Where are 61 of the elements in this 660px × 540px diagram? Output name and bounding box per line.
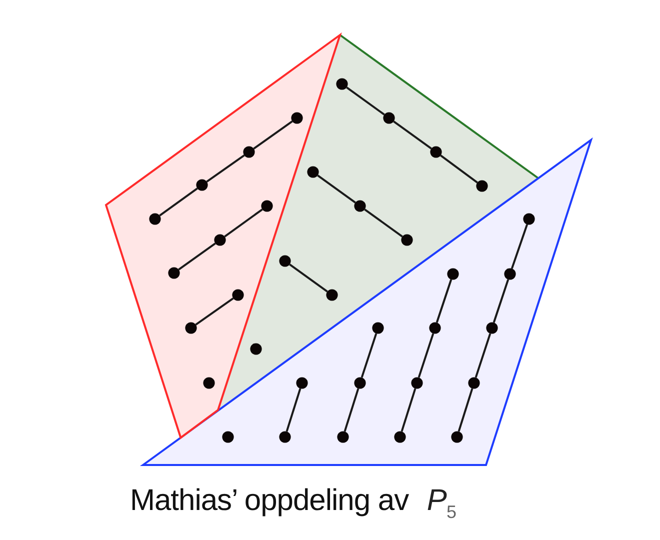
dot [250, 343, 262, 355]
line-segment [159, 188, 198, 216]
dot [504, 268, 516, 280]
dot [185, 322, 197, 334]
dot [383, 112, 395, 124]
line-segment [286, 388, 302, 432]
line-segment [492, 279, 510, 323]
line-segment [418, 333, 434, 378]
dot [468, 377, 480, 389]
dot [394, 431, 406, 443]
dot [336, 78, 348, 90]
caption: Mathias’ oppdeling av P$_{5}$ [130, 483, 456, 524]
dot [149, 213, 161, 225]
dot [203, 377, 215, 389]
line-segment [400, 388, 416, 432]
line-segment [510, 224, 528, 269]
line-segment [393, 120, 432, 150]
dot [168, 267, 180, 279]
dot [307, 166, 319, 178]
dot [261, 200, 273, 212]
line-segment [317, 174, 356, 204]
line-segment [436, 279, 452, 323]
dot [486, 322, 498, 334]
dot [401, 234, 413, 246]
dot [296, 377, 308, 389]
dot [451, 431, 463, 443]
line-segment [458, 388, 474, 432]
line-segment [440, 154, 478, 184]
line-segment [360, 333, 378, 378]
line-segment [224, 208, 263, 238]
triangle-region [218, 34, 539, 410]
triangle-region [140, 137, 593, 466]
dot [243, 146, 255, 158]
line-segment [364, 208, 403, 238]
dot [354, 200, 366, 212]
dot [291, 112, 303, 124]
dot [196, 179, 208, 191]
line-segment [289, 264, 328, 292]
line-segment [195, 298, 234, 326]
dot [372, 322, 384, 334]
dot [476, 180, 488, 192]
dot [279, 255, 291, 267]
polygon-region [104, 32, 342, 440]
line-segment [344, 388, 360, 432]
dot [279, 431, 291, 443]
dot [523, 213, 535, 225]
line-segment [253, 120, 293, 150]
line-segment [346, 86, 385, 116]
dot [337, 431, 349, 443]
dot [222, 431, 234, 443]
dot [447, 268, 459, 280]
line-segment [206, 154, 245, 182]
line-segment [474, 333, 492, 378]
dot [354, 377, 366, 389]
dot [411, 377, 423, 389]
dot [232, 289, 244, 301]
dot [214, 234, 226, 246]
dot [429, 322, 441, 334]
line-segment [178, 242, 216, 270]
dot [430, 146, 442, 158]
dot [326, 289, 338, 301]
